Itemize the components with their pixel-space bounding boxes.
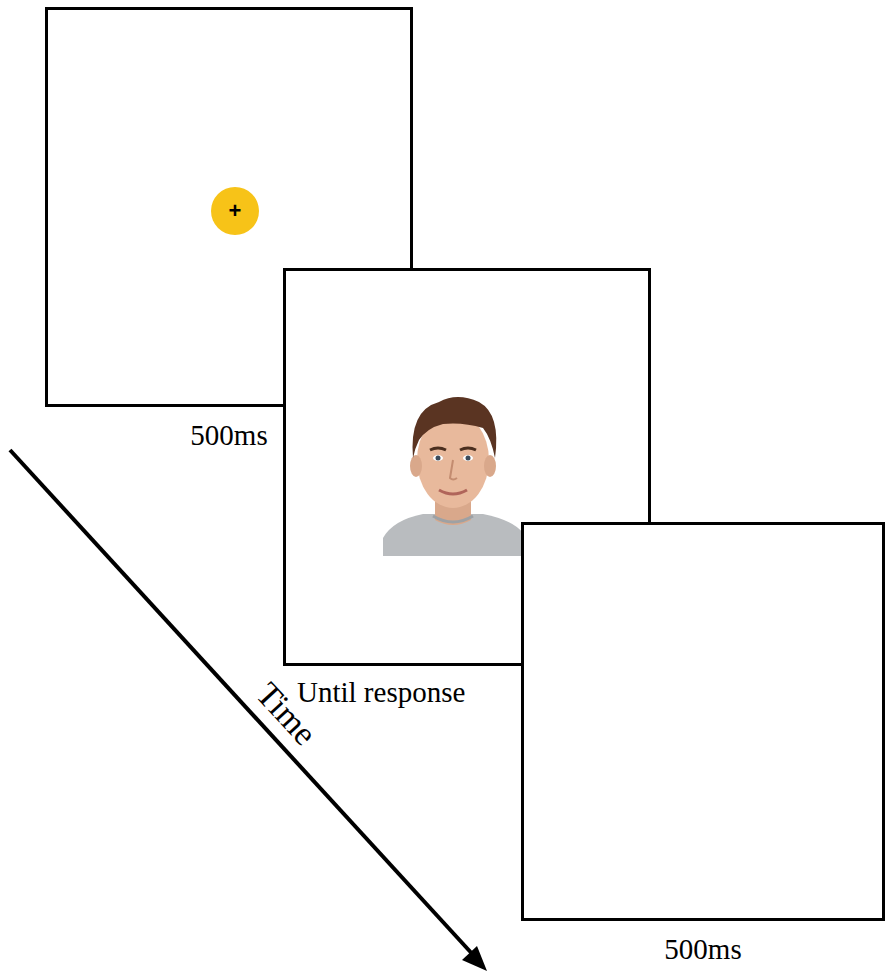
fixation-cross: +	[229, 200, 242, 222]
trial-screen: 500ms	[521, 522, 885, 921]
time-arrow-head	[462, 946, 487, 971]
face-photo	[383, 388, 523, 556]
fixation-circle: +	[211, 187, 259, 235]
duration-label: 500ms	[664, 933, 741, 966]
duration-label: Until response	[297, 676, 465, 709]
duration-label: 500ms	[190, 419, 267, 452]
